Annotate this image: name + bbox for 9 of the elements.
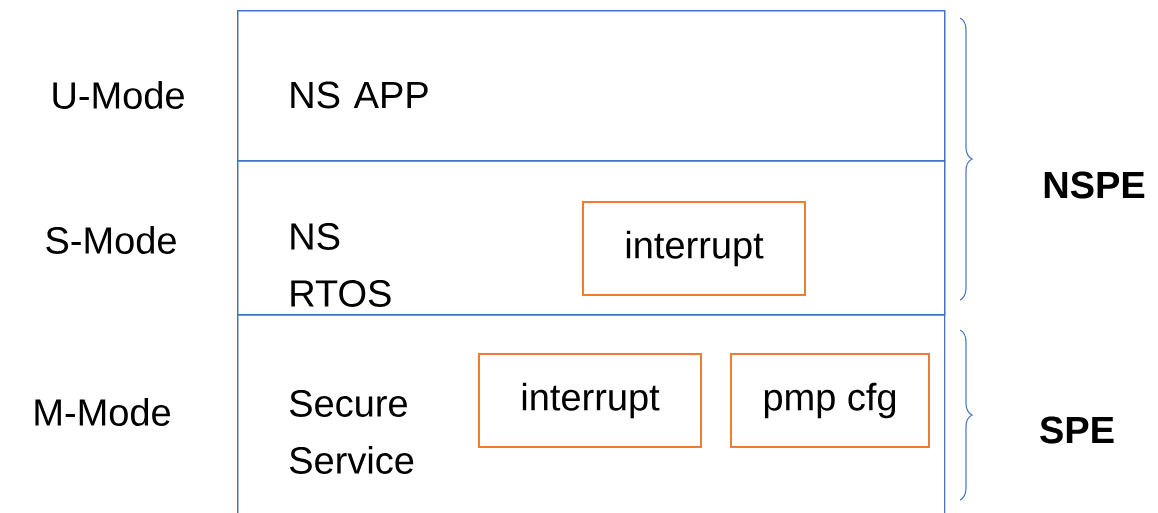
region-label: SPE: [1040, 416, 1114, 444]
module-box: pmp cfg: [730, 353, 930, 448]
mode-label: M-Mode: [35, 398, 170, 426]
module-box: interrupt: [582, 201, 806, 296]
mode-label: U-Mode: [53, 81, 184, 109]
region-label: NSPE: [1044, 171, 1145, 199]
module-box: interrupt: [478, 353, 702, 448]
mode-label: S-Mode: [46, 226, 176, 254]
layer-band: NS APP: [237, 10, 946, 162]
